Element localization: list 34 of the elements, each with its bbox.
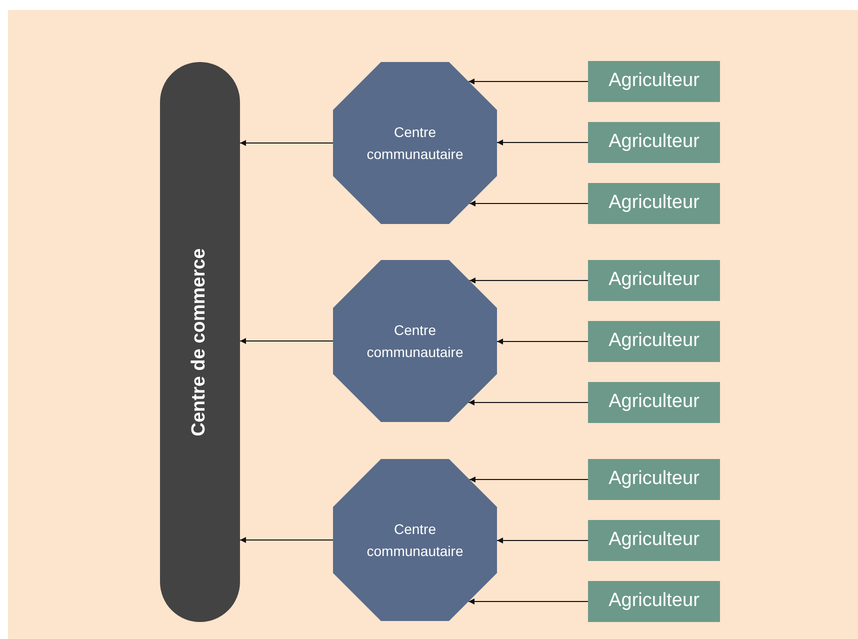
node-label: Agriculteur bbox=[608, 589, 700, 614]
arrow bbox=[469, 200, 588, 206]
node-label: Agriculteur bbox=[608, 329, 700, 354]
arrow bbox=[469, 476, 588, 482]
farmer-box bbox=[588, 581, 720, 622]
node-label: Agriculteur bbox=[608, 390, 700, 414]
node-label: Agriculteur bbox=[608, 69, 700, 94]
node-label: Centre communautaire bbox=[366, 123, 464, 164]
node-label: Agriculteur bbox=[608, 191, 700, 216]
farmer-box bbox=[588, 520, 720, 561]
node-label: Agriculteur bbox=[608, 130, 700, 154]
farmer-box bbox=[588, 321, 720, 362]
arrow bbox=[496, 338, 588, 344]
node-label: Centre de commerce bbox=[188, 248, 211, 436]
farmer-box bbox=[588, 183, 720, 224]
arrow bbox=[240, 140, 334, 146]
arrow bbox=[468, 598, 588, 604]
farmer-box bbox=[588, 260, 720, 301]
farmer-box bbox=[588, 61, 720, 102]
node-label: Centre communautaire bbox=[366, 520, 464, 561]
arrow bbox=[240, 537, 334, 543]
arrow bbox=[496, 140, 588, 146]
node-label: Agriculteur bbox=[608, 268, 700, 292]
farmer-box bbox=[588, 382, 720, 423]
node-label: Centre communautaire bbox=[366, 321, 464, 362]
farmer-box bbox=[588, 122, 720, 163]
node-label: Agriculteur bbox=[608, 528, 700, 552]
arrow bbox=[469, 278, 588, 284]
arrow bbox=[240, 338, 334, 344]
node-label: Agriculteur bbox=[608, 467, 700, 492]
arrow bbox=[496, 538, 588, 544]
arrow bbox=[468, 78, 588, 84]
arrow bbox=[468, 400, 588, 406]
farmer-box bbox=[588, 459, 720, 500]
